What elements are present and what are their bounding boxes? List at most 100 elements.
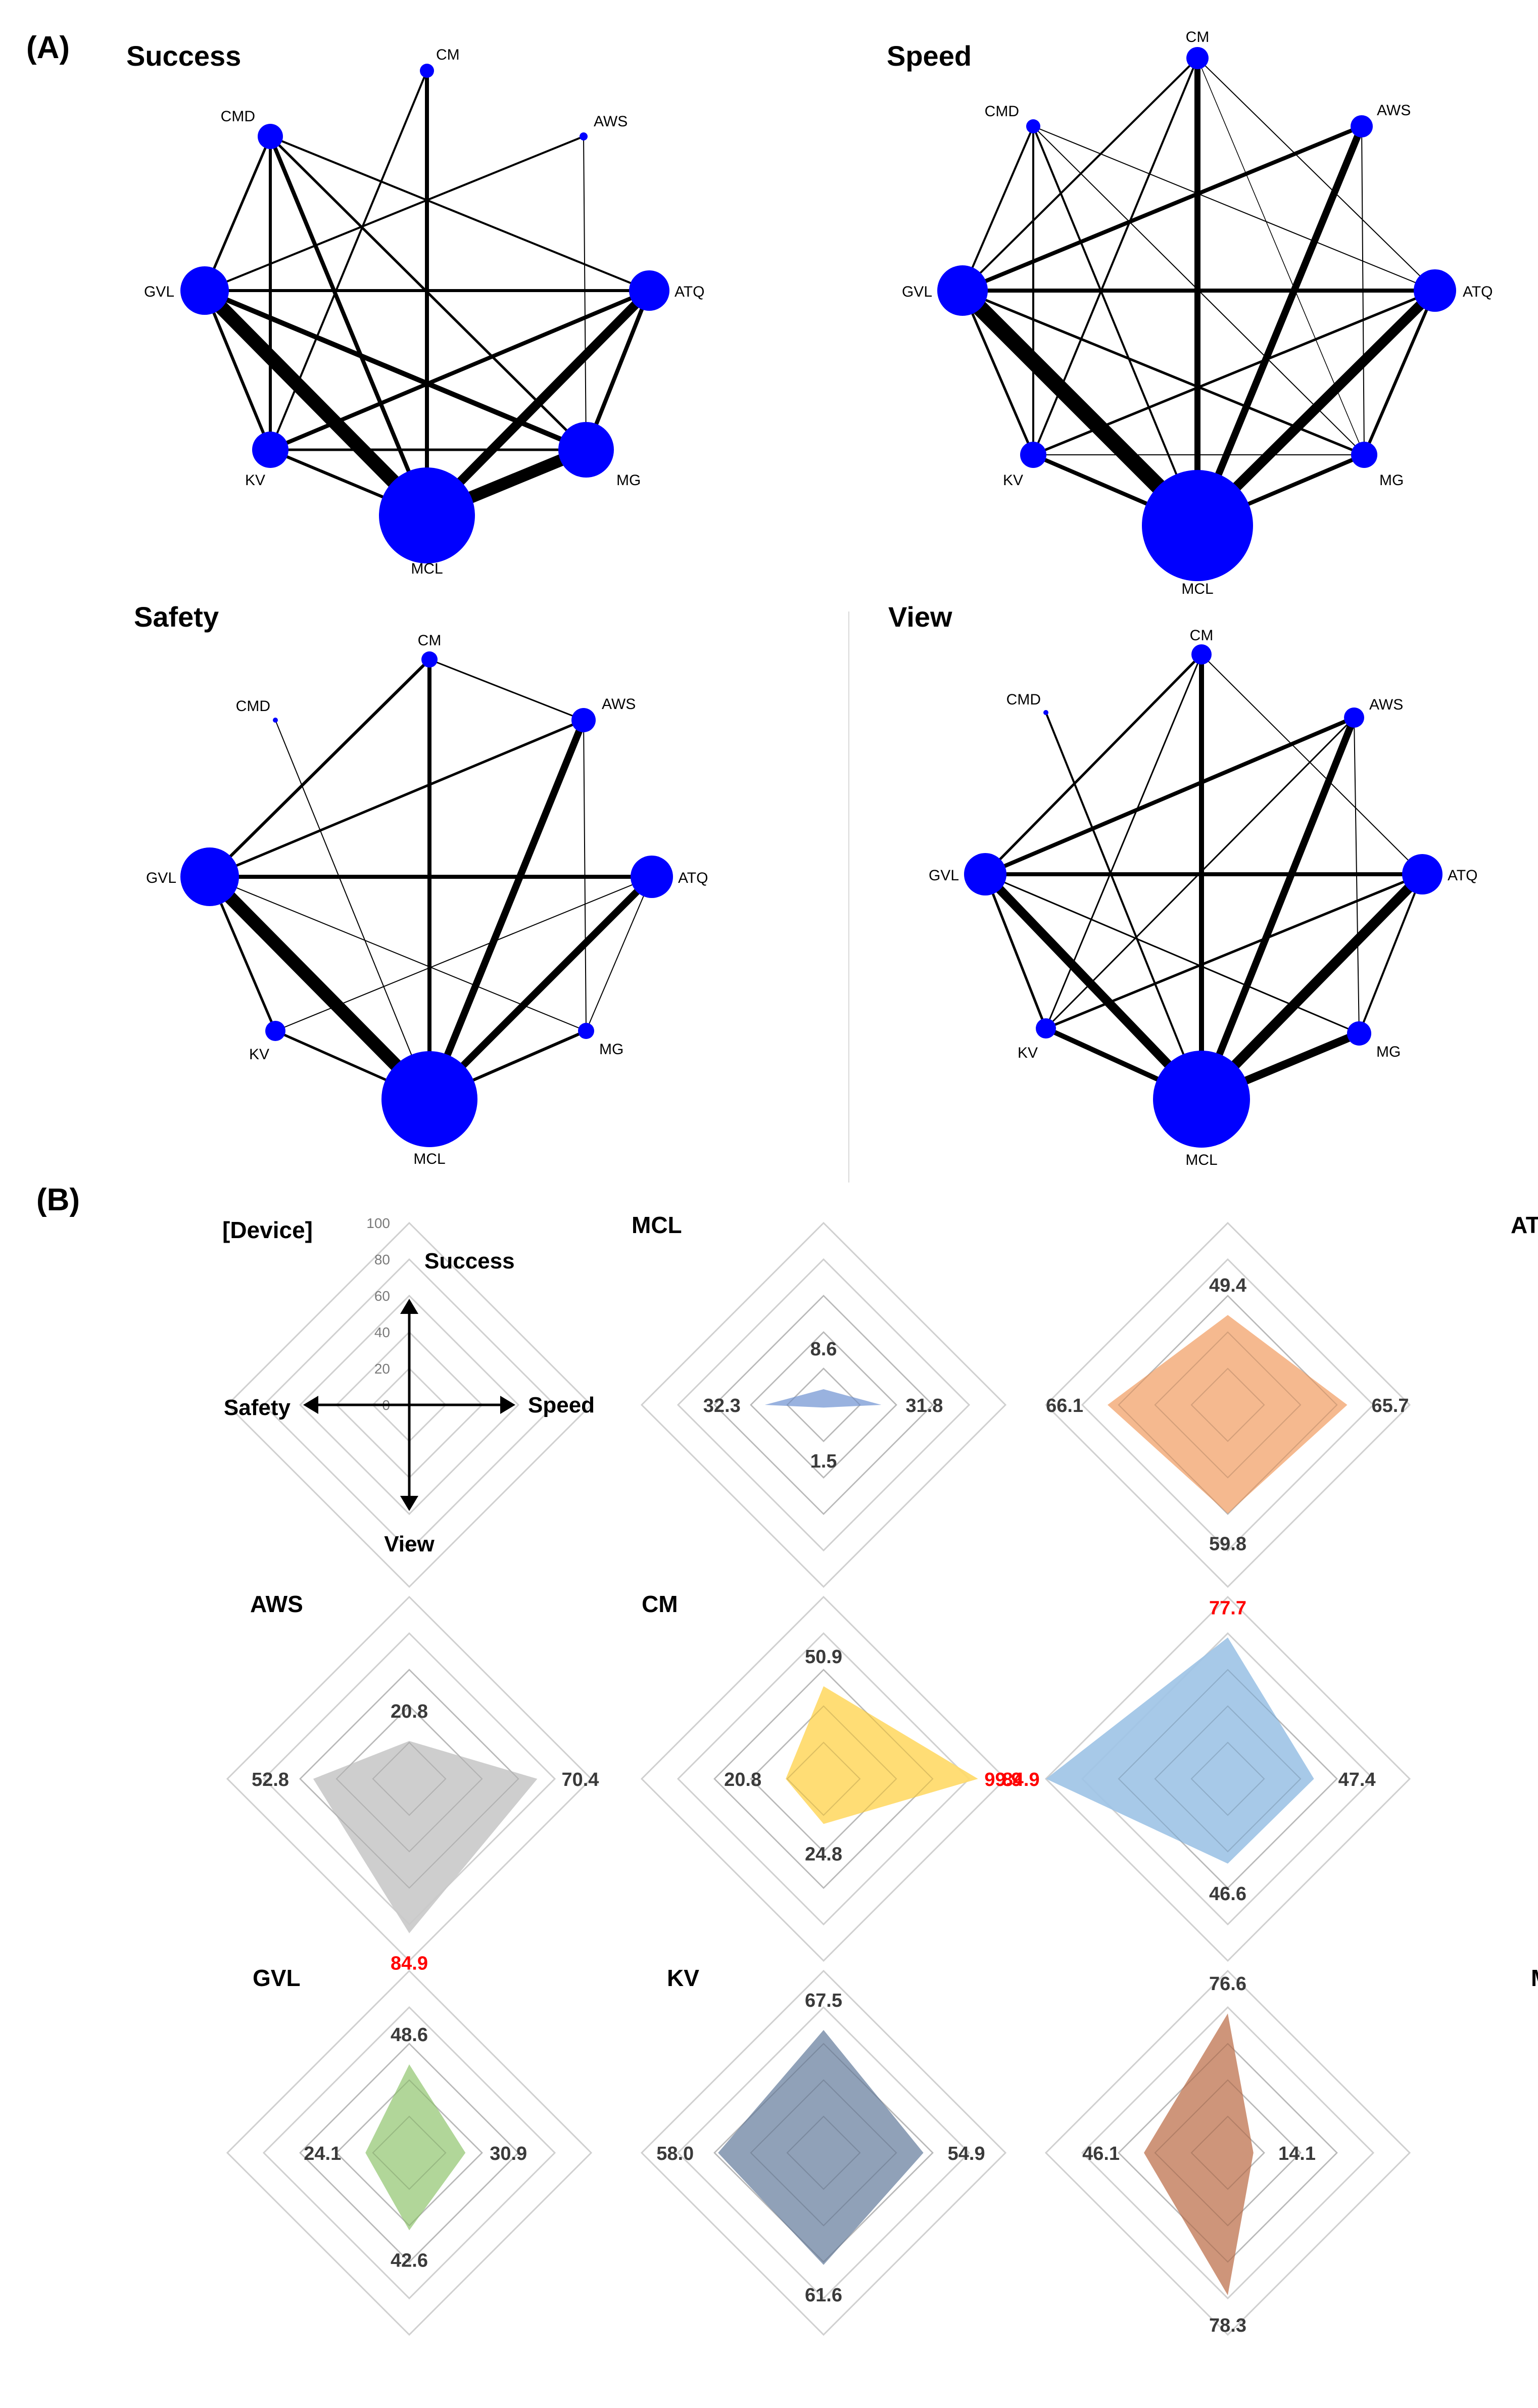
- edge-CMD-GVL: [203, 135, 272, 292]
- node-mg: [1347, 1021, 1371, 1046]
- grid-overlay-60: [1118, 1669, 1338, 1889]
- edge-GVL-MCL: [981, 870, 1206, 1104]
- edge-CMD-MCL: [1032, 125, 1198, 527]
- grid-overlay-40: [335, 2079, 483, 2227]
- radar-legend: [Device]100806040200SuccessSpeedSafetyVi…: [222, 1215, 595, 1588]
- radar-shape: [365, 2064, 466, 2231]
- grid-ring-100: [640, 1969, 1007, 2336]
- value-label-speed: 31.8: [905, 1395, 943, 1417]
- edge-CM-GVL: [962, 57, 1198, 292]
- node-aws: [1351, 115, 1373, 137]
- radar-atq: ATQ49.459.865.766.1: [1044, 1212, 1538, 1588]
- edge-AWS-GVL: [204, 135, 585, 292]
- value-label-success: 67.5: [805, 1990, 842, 2011]
- edge-GVL-KV: [984, 873, 1047, 1030]
- axis-name-success: Success: [424, 1249, 515, 1273]
- network-edges: [203, 657, 655, 1106]
- value-label-view: 61.6: [805, 2285, 842, 2306]
- network-title: Speed: [887, 40, 972, 72]
- grid-overlay-40: [750, 2079, 897, 2227]
- edge-CMD-MCL: [1045, 712, 1203, 1100]
- node-label-kv: KV: [245, 472, 265, 489]
- node-atq: [1414, 269, 1456, 312]
- radar-title: AWS: [250, 1591, 303, 1617]
- radar-title: KV: [667, 1965, 699, 1991]
- edge-ATQ-MG: [586, 876, 652, 1031]
- grid-ring-80: [1081, 2006, 1375, 2300]
- grid-ring-20: [786, 1367, 861, 1443]
- node-label-cm: CM: [436, 46, 460, 63]
- radar-shape: [1046, 1637, 1314, 1864]
- axis-name-speed: Speed: [528, 1393, 595, 1418]
- network-edges: [198, 69, 654, 523]
- edge-CM-KV: [1045, 653, 1203, 1029]
- edge-GVL-KV: [961, 289, 1035, 456]
- grid-ring-60: [1117, 1294, 1338, 1516]
- tick-label: 20: [374, 1361, 390, 1377]
- grid-ring-80: [262, 1258, 556, 1552]
- grid-ring-60: [299, 2042, 520, 2263]
- node-mg: [558, 422, 614, 478]
- radar-cmd: CMD77.746.647.499.9: [984, 1595, 1411, 1962]
- edge-AWS-MCL: [426, 717, 587, 1103]
- radar-kv: KV 67.5 61.6 54.9 58.0: [640, 1965, 1007, 2336]
- radar-shape: [1108, 1315, 1348, 1514]
- value-label-speed: 54.9: [948, 2143, 985, 2164]
- grid-ring-80: [262, 2006, 556, 2300]
- arrow-head-left: [303, 1396, 318, 1414]
- value-label-safety: 58.0: [656, 2143, 694, 2164]
- node-label-cm: CM: [418, 632, 442, 649]
- node-label-aws: AWS: [1377, 102, 1411, 119]
- grid-ring-80: [1081, 1258, 1375, 1552]
- grid-overlay-20: [1190, 1741, 1265, 1816]
- radar-charts: [Device]100806040200SuccessSpeedSafetyVi…: [222, 1212, 1538, 2336]
- grid-overlay-60: [713, 2043, 934, 2263]
- arrow-head-down: [400, 1496, 418, 1511]
- grid-overlay-40: [1154, 2079, 1302, 2227]
- tick-label: 80: [374, 1252, 390, 1267]
- value-label-safety: 24.1: [304, 2143, 341, 2164]
- edge-AWS-GVL: [983, 716, 1356, 876]
- edge-CMD-ATQ: [269, 135, 650, 292]
- node-label-atq: ATQ: [1463, 284, 1493, 300]
- node-gvl: [180, 266, 229, 315]
- edge-AWS-GVL: [960, 124, 1364, 293]
- node-cmd: [1043, 710, 1048, 715]
- grid-ring-80: [677, 1632, 971, 1926]
- grid-overlay-20: [1190, 2115, 1265, 2190]
- node-cm: [420, 64, 434, 78]
- grid-overlay-20: [786, 1741, 861, 1816]
- grid-overlay-60: [1118, 2043, 1338, 2263]
- grid-ring-40: [749, 1331, 898, 1479]
- node-kv: [252, 432, 289, 468]
- axis-name-safety: Safety: [224, 1395, 291, 1420]
- tick-label: 60: [374, 1288, 390, 1304]
- radar-title: GVL: [253, 1965, 301, 1991]
- node-cm: [421, 651, 438, 668]
- node-label-mg: MG: [1376, 1044, 1401, 1060]
- arrow-head-up: [400, 1299, 418, 1314]
- value-label-view: 1.5: [810, 1451, 837, 1472]
- network-edges: [981, 652, 1427, 1104]
- node-label-atq: ATQ: [675, 284, 704, 300]
- node-label-aws: AWS: [602, 696, 636, 713]
- node-mcl: [1153, 1051, 1250, 1148]
- grid-overlay-40: [750, 1705, 897, 1853]
- node-label-mg: MG: [599, 1041, 623, 1058]
- legend-title: [Device]: [222, 1217, 313, 1243]
- grid-overlay-60: [713, 1295, 934, 1515]
- value-label-speed: 30.9: [490, 2143, 527, 2164]
- value-label-speed: 84.9: [1002, 1769, 1040, 1790]
- node-aws: [571, 708, 596, 732]
- grid-ring-80: [677, 2006, 971, 2300]
- node-label-cmd: CMD: [221, 108, 255, 125]
- panel-b-label: (B): [36, 1183, 80, 1217]
- radar-shape: [313, 1741, 538, 1933]
- node-aws: [1344, 707, 1364, 728]
- edge-CMD-MCL: [275, 720, 430, 1100]
- grid-ring-100: [1044, 1221, 1411, 1588]
- tick-label: 40: [374, 1325, 390, 1340]
- edge-CMD-MCL: [268, 134, 429, 517]
